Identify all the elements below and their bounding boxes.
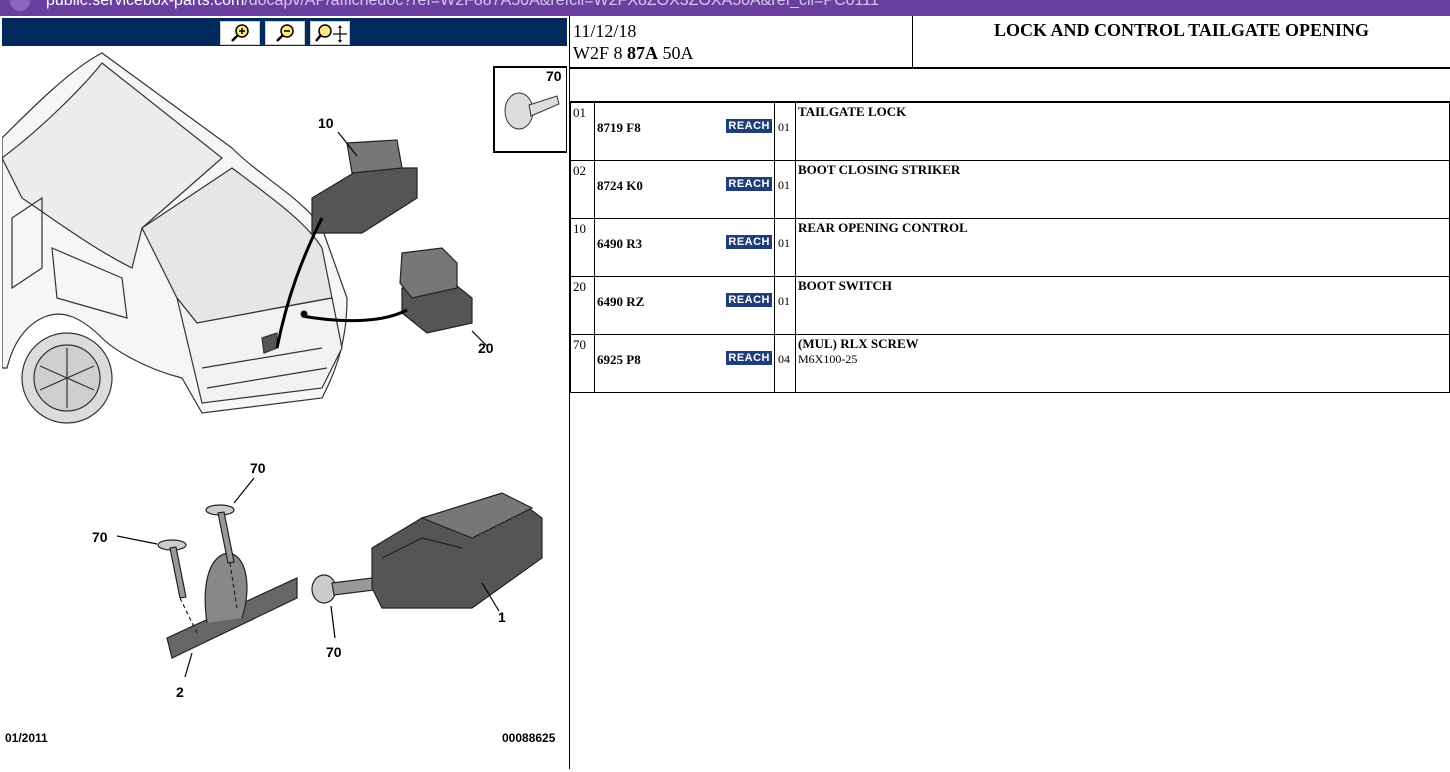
url-host: public.servicebox-parts.com xyxy=(46,0,245,9)
zoom-in-icon xyxy=(231,24,249,42)
part-description-cell: TAILGATE LOCK xyxy=(795,102,1450,161)
part-quantity-cell: 01 xyxy=(774,276,796,335)
zoom-pan-icon xyxy=(315,24,347,43)
part-reference-cell: 6925 P8 REACH xyxy=(594,334,775,393)
reference-suffix: 50A xyxy=(658,43,694,63)
rear-opening-control-illustration xyxy=(275,139,418,349)
inset-screw-illustration xyxy=(504,92,560,130)
inset-callout-label: 70 xyxy=(546,68,562,84)
callout-label-70-top: 70 xyxy=(250,460,266,476)
part-reference-cell: 6490 R3 REACH xyxy=(594,218,775,277)
part-specification: M6X100-25 xyxy=(798,352,858,366)
url-text[interactable]: public.servicebox-parts.com/docapv/AP/af… xyxy=(46,0,879,10)
zoom-pan-button[interactable] xyxy=(310,21,350,45)
browser-address-bar[interactable]: public.servicebox-parts.com/docapv/AP/af… xyxy=(0,0,1450,16)
callout-leader-lines xyxy=(116,131,500,678)
callout-label-70-bottom: 70 xyxy=(326,644,342,660)
page-title: LOCK AND CONTROL TAILGATE OPENING xyxy=(993,20,1370,40)
exploded-parts-diagram[interactable]: 70 10 20 70 70 70 1 2 01/2011 00088625 xyxy=(1,48,568,767)
reach-badge[interactable]: REACH xyxy=(726,119,772,133)
pane-divider xyxy=(569,16,570,769)
part-reference-link[interactable]: 8719 F8 xyxy=(597,120,641,135)
part-description-cell: REAR OPENING CONTROL xyxy=(795,218,1450,277)
part-name: (MUL) RLX SCREW xyxy=(798,336,919,351)
part-reference-cell: 8719 F8 REACH xyxy=(594,102,775,161)
part-name: TAILGATE LOCK xyxy=(798,104,907,119)
header-divider xyxy=(912,16,913,68)
callout-label-1: 1 xyxy=(498,609,506,625)
reach-badge[interactable]: REACH xyxy=(726,293,772,307)
zoom-out-button[interactable] xyxy=(265,21,305,45)
diagram-pane: 70 10 20 70 70 70 1 2 01/2011 00088625 xyxy=(0,16,569,769)
callout-label-10: 10 xyxy=(318,115,334,131)
part-reference-cell: 6490 RZ REACH xyxy=(594,276,775,335)
part-name: BOOT SWITCH xyxy=(798,278,893,293)
document-date: 11/12/18 xyxy=(573,21,637,41)
part-position: 70 xyxy=(570,334,595,393)
zoom-toolbar xyxy=(2,18,567,46)
vehicle-illustration xyxy=(1,52,348,424)
part-reference-cell: 8724 K0 REACH xyxy=(594,160,775,219)
header-rule xyxy=(570,67,1450,69)
part-position: 10 xyxy=(570,218,595,277)
part-reference-link[interactable]: 6925 P8 xyxy=(597,352,641,367)
site-security-icon[interactable] xyxy=(10,0,30,11)
callout-label-70-left: 70 xyxy=(92,529,108,545)
part-quantity: 01 xyxy=(778,178,790,192)
part-name: REAR OPENING CONTROL xyxy=(798,220,968,235)
diagram-drawing-number: 00088625 xyxy=(502,731,556,745)
part-quantity: 01 xyxy=(778,120,790,134)
part-quantity-cell: 01 xyxy=(774,218,796,277)
part-reference-link[interactable]: 6490 R3 xyxy=(597,236,643,251)
callout-label-20: 20 xyxy=(478,340,494,356)
part-description-cell: BOOT CLOSING STRIKER xyxy=(795,160,1450,219)
part-quantity-cell: 04 xyxy=(774,334,796,393)
diagram-svg: 70 10 20 70 70 70 1 2 01/2011 00088625 xyxy=(1,52,568,745)
part-position: 01 xyxy=(570,102,595,161)
part-name: BOOT CLOSING STRIKER xyxy=(798,162,961,177)
reference-prefix: W2F 8 xyxy=(573,43,627,63)
url-path: /docapv/AP/affichedoc?ref=W2F887A50A&ref… xyxy=(244,0,879,9)
part-quantity-cell: 01 xyxy=(774,160,796,219)
reach-badge[interactable]: REACH xyxy=(726,177,772,191)
callout-label-2: 2 xyxy=(176,684,184,700)
part-quantity: 04 xyxy=(778,352,790,366)
diagram-date-code: 01/2011 xyxy=(5,731,48,745)
boot-switch-illustration xyxy=(300,247,473,334)
part-position: 02 xyxy=(570,160,595,219)
part-quantity: 01 xyxy=(778,294,790,308)
reference-bold: 87A xyxy=(627,43,658,63)
part-reference-link[interactable]: 8724 K0 xyxy=(597,178,643,193)
reach-badge[interactable]: REACH xyxy=(726,351,772,365)
zoom-in-button[interactable] xyxy=(220,21,260,45)
part-quantity-cell: 01 xyxy=(774,102,796,161)
parts-list-pane: 11/12/18 W2F 8 87A 50A LOCK AND CONTROL … xyxy=(570,16,1450,769)
part-position: 20 xyxy=(570,276,595,335)
document-reference: W2F 8 87A 50A xyxy=(573,43,694,64)
striker-and-lock-illustration xyxy=(157,492,543,659)
part-quantity: 01 xyxy=(778,236,790,250)
zoom-out-icon xyxy=(276,24,294,42)
part-description-cell: BOOT SWITCH xyxy=(795,276,1450,335)
reach-badge[interactable]: REACH xyxy=(726,235,772,249)
part-reference-link[interactable]: 6490 RZ xyxy=(597,294,645,309)
